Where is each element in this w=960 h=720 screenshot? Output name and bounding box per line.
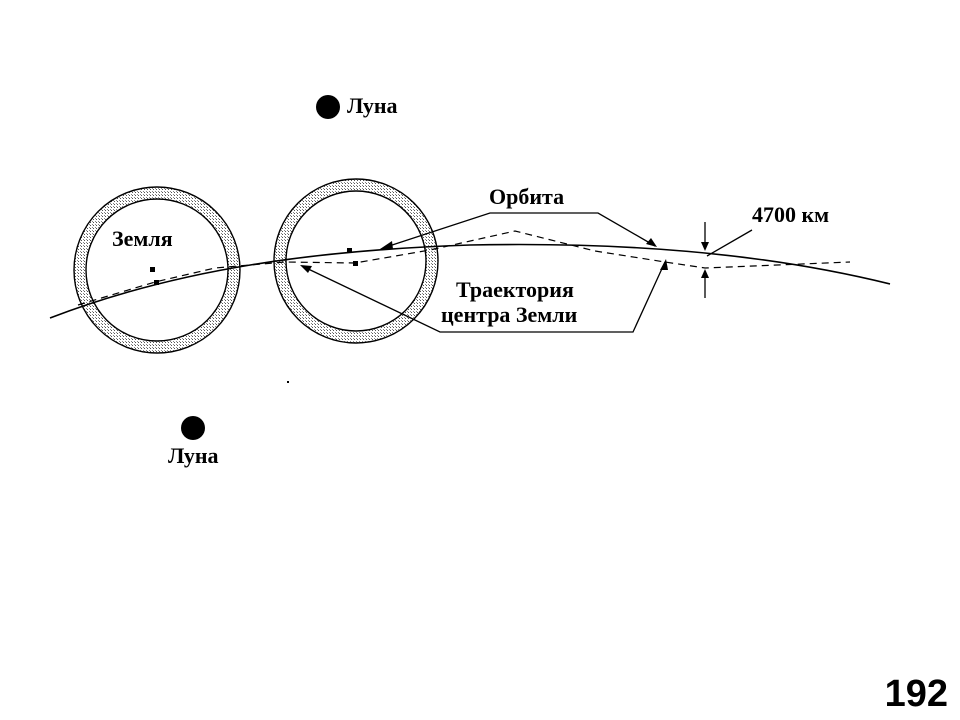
distance-label: 4700 км <box>752 202 829 227</box>
trajectory-leader <box>301 261 666 333</box>
orbit-curve <box>49 243 891 319</box>
page-number: 192 <box>885 673 948 715</box>
earth-ring-left <box>73 186 241 354</box>
moon-top <box>316 95 340 119</box>
trajectory-label-line2: центра Земли <box>441 302 578 327</box>
center-marker <box>347 248 352 253</box>
trajectory-arrowhead-left <box>300 265 312 273</box>
moon-top-label: Луна <box>347 93 398 118</box>
center-marker <box>353 261 358 266</box>
trajectory-arrowhead-right <box>660 259 668 270</box>
orbit-arrowhead-right <box>646 238 657 247</box>
distance-arrow-down <box>701 242 709 251</box>
center-marker <box>154 280 159 285</box>
distance-arrow-up <box>701 269 709 278</box>
distance-marker <box>704 222 753 298</box>
earth-label: Земля <box>112 226 173 251</box>
orbit-label: Орбита <box>489 184 564 209</box>
trajectory-label-line1: Траектория <box>456 277 574 302</box>
center-marker <box>150 267 155 272</box>
moon-bottom-label: Луна <box>168 443 219 468</box>
moon-bottom <box>181 416 205 440</box>
earth-center-trajectory <box>77 230 851 306</box>
orbit-arrowhead-left <box>380 241 393 249</box>
orbit-leader <box>382 212 656 249</box>
stray-dot <box>287 381 289 383</box>
